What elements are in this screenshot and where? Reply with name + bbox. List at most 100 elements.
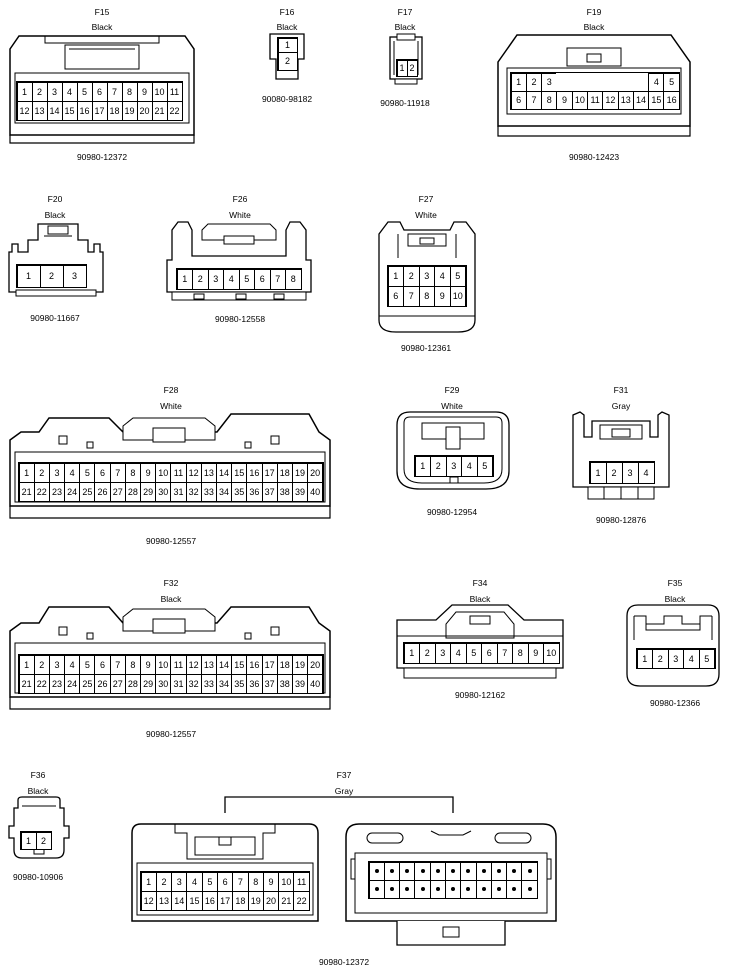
connector-color-f32: Black (160, 594, 182, 604)
part-number-f19: 90980-12423 (568, 152, 620, 162)
part-number-f28: 90980-12557 (145, 536, 197, 546)
connector-f31: 1 2 3 4 (572, 411, 670, 503)
pin: 29 (140, 481, 157, 502)
pin: 3 (621, 461, 639, 484)
pin: 5 (201, 871, 218, 892)
pin: 11 (586, 90, 604, 110)
pin: 28 (124, 673, 141, 694)
pin: 1 (16, 81, 33, 102)
pin: 2 (525, 72, 543, 92)
pin: 31 (170, 673, 187, 694)
pin-grid-f17: 1 2 (396, 59, 418, 77)
pin: 1 (414, 455, 431, 477)
pin: 4 (637, 461, 655, 484)
pin-grid-f28: 1 2 3 4 5 6 7 8 9 10 11 12 13 14 15 16 1… (18, 462, 324, 502)
pin: 5 (449, 265, 466, 287)
pin: 8 (512, 642, 529, 664)
pin: 33 (200, 673, 217, 694)
pin: 2 (155, 871, 173, 892)
pin: 7 (403, 285, 420, 307)
pin: 2 (35, 831, 52, 850)
pin: 1 (18, 462, 35, 483)
male-pin (444, 861, 462, 881)
pin: 27 (109, 481, 126, 502)
pin: 18 (232, 890, 249, 911)
connector-id-f29: F29 (444, 385, 460, 395)
pin: 8 (418, 285, 435, 307)
connector-f35: 1 2 3 4 5 (626, 604, 720, 688)
pin: 38 (276, 481, 293, 502)
connector-id-f28: F28 (163, 385, 179, 395)
part-number-f31: 90980-12876 (595, 515, 647, 525)
pin: 28 (124, 481, 141, 502)
pin: 21 (278, 890, 295, 911)
pin: 21 (18, 673, 35, 694)
part-number-f20: 90980-11667 (30, 313, 80, 323)
pin: 3 (171, 871, 188, 892)
pin: 6 (481, 642, 498, 664)
pin: 35 (231, 673, 248, 694)
connector-f37-female: 1 2 3 4 5 6 7 8 9 10 11 12 13 14 15 16 1… (131, 823, 319, 923)
pin: 1 (18, 654, 35, 675)
pin: 40 (307, 673, 324, 694)
pin: 5 (698, 648, 715, 669)
connector-f31-housing (572, 411, 670, 500)
pin-dot (451, 887, 456, 891)
pin: 5 (79, 654, 96, 675)
pin: 1 (277, 37, 298, 53)
part-number-f36: 90980-10906 (12, 872, 64, 882)
pin: 3 (46, 81, 63, 102)
pin: 1 (387, 265, 404, 287)
connector-f15: 1 2 3 4 5 6 7 8 9 10 11 12 13 14 15 16 1… (9, 35, 195, 145)
male-pin (460, 861, 477, 881)
pin: 26 (94, 673, 111, 694)
pin: 14 (632, 90, 650, 110)
pin-dot (481, 887, 486, 891)
pin: 8 (124, 462, 141, 483)
pin: 13 (31, 100, 48, 121)
male-pin (521, 879, 538, 899)
pin: 9 (527, 642, 544, 664)
pin: 7 (525, 90, 543, 110)
pin-grid-f37-male (368, 861, 539, 899)
pin-blank (632, 72, 650, 92)
pin-grid-f19: 1 2 3 4 5 6 7 8 9 10 11 12 13 14 15 16 (510, 72, 681, 110)
pin: 1 (20, 831, 37, 850)
pin: 20 (307, 654, 324, 675)
pin-grid-f31: 1 2 3 4 (589, 461, 655, 484)
connector-f28: 1 2 3 4 5 6 7 8 9 10 11 12 13 14 15 16 1… (9, 412, 331, 520)
pin: 10 (449, 285, 466, 307)
pin: 15 (61, 100, 78, 121)
connector-f34: 1 2 3 4 5 6 7 8 9 10 (396, 604, 564, 680)
pin: 37 (261, 673, 278, 694)
pin: 36 (246, 673, 263, 694)
pin-dot (497, 869, 502, 873)
pin: 13 (155, 890, 173, 911)
pin: 2 (31, 81, 48, 102)
pin-dot (405, 887, 410, 891)
connector-f29: 1 2 3 4 5 (396, 411, 510, 495)
pin: 5 (476, 455, 493, 477)
pin: 2 (192, 268, 209, 290)
pin: 4 (223, 268, 240, 290)
pin: 15 (231, 654, 248, 675)
pin: 9 (136, 81, 153, 102)
connector-color-f16: Black (276, 22, 298, 32)
pin: 4 (64, 654, 81, 675)
pin-grid-f27: 1 2 3 4 5 6 7 8 9 10 (387, 265, 467, 307)
connector-id-f16: F16 (279, 7, 295, 17)
pin: 16 (246, 462, 263, 483)
part-number-f27: 90980-12361 (400, 343, 452, 353)
pin: 22 (33, 481, 50, 502)
pin-grid-f20: 1 2 3 (16, 264, 87, 288)
pin: 7 (109, 462, 126, 483)
connector-color-f28: White (160, 401, 182, 411)
pin: 9 (262, 871, 280, 892)
male-pin (429, 861, 446, 881)
bracket-f37 (224, 796, 454, 813)
pin: 11 (166, 81, 183, 102)
connector-color-f19: Black (583, 22, 605, 32)
pin: 12 (16, 100, 33, 121)
connector-color-f31: Gray (611, 401, 631, 411)
part-number-f29: 90980-12954 (426, 507, 478, 517)
